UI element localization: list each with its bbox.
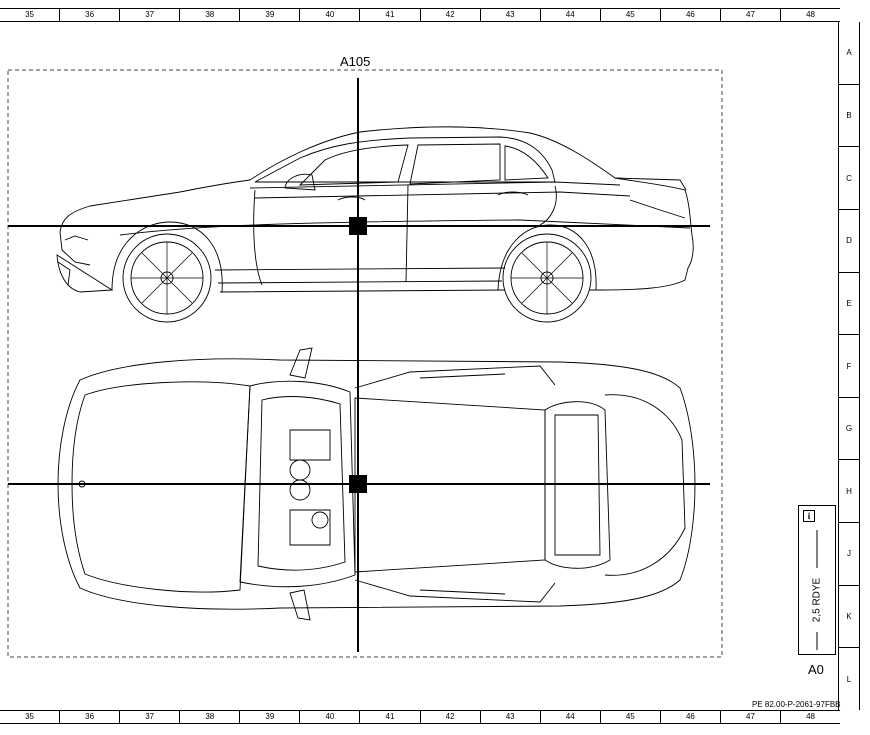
column-index-cell: 45 xyxy=(599,711,660,723)
column-index-cell: 45 xyxy=(599,9,660,21)
document-reference: PE 82.00-P-2061-97FBB xyxy=(752,700,841,709)
location-legend-box xyxy=(798,505,836,655)
row-index-cell: L xyxy=(839,647,859,710)
column-index-cell: 47 xyxy=(719,9,780,21)
column-index-cell: 41 xyxy=(359,711,419,723)
column-index-cell: 39 xyxy=(239,711,299,723)
column-index-cell: 44 xyxy=(539,9,600,21)
row-index-cell: A xyxy=(846,48,852,58)
column-index-cell: 42 xyxy=(419,9,480,21)
column-index-cell: 38 xyxy=(179,711,239,723)
column-index-cell: 35 xyxy=(25,712,34,721)
marker-side-view xyxy=(349,217,367,235)
column-index-cell: 48 xyxy=(780,711,840,723)
column-index-cell: 40 xyxy=(299,711,359,723)
section-label: A105 xyxy=(340,54,371,69)
column-index-cell: 36 xyxy=(59,711,119,723)
row-index-cell: C xyxy=(839,146,859,209)
column-index-cell: 39 xyxy=(239,9,299,21)
location-text: 2,5 RDYE xyxy=(811,577,823,623)
column-index-cell: 43 xyxy=(479,711,540,723)
car-top-view xyxy=(57,347,696,621)
column-index-cell: 37 xyxy=(119,711,179,723)
row-index-cell: H xyxy=(839,459,859,522)
row-index-cell: E xyxy=(839,271,859,335)
info-icon[interactable]: i xyxy=(803,510,815,522)
row-index-cell: K xyxy=(839,584,859,648)
column-index-cell: 46 xyxy=(659,9,720,21)
column-index-cell: 36 xyxy=(59,9,119,21)
column-index-cell: 38 xyxy=(179,9,239,21)
column-index-cell: 42 xyxy=(419,711,480,723)
column-index-cell: 44 xyxy=(539,711,600,723)
column-index-cell: 47 xyxy=(719,711,780,723)
row-index-cell: B xyxy=(839,83,859,147)
sheet-size-label: A0 xyxy=(808,662,824,677)
drawing-area-border xyxy=(7,69,723,658)
marker-top-view xyxy=(349,475,367,493)
row-index-cell: F xyxy=(839,334,859,397)
car-side-view xyxy=(56,126,694,323)
column-index-cell: 41 xyxy=(359,9,419,21)
column-index-cell: 37 xyxy=(119,9,179,21)
column-index-cell: 43 xyxy=(479,9,540,21)
row-index-cell: D xyxy=(839,208,859,272)
column-index-cell: 48 xyxy=(780,9,840,21)
row-index-cell: J xyxy=(839,522,859,585)
column-index-cell: 40 xyxy=(299,9,359,21)
column-index-cell: 35 xyxy=(25,10,34,19)
column-index-cell: 46 xyxy=(659,711,720,723)
row-index-cell: G xyxy=(839,396,859,460)
